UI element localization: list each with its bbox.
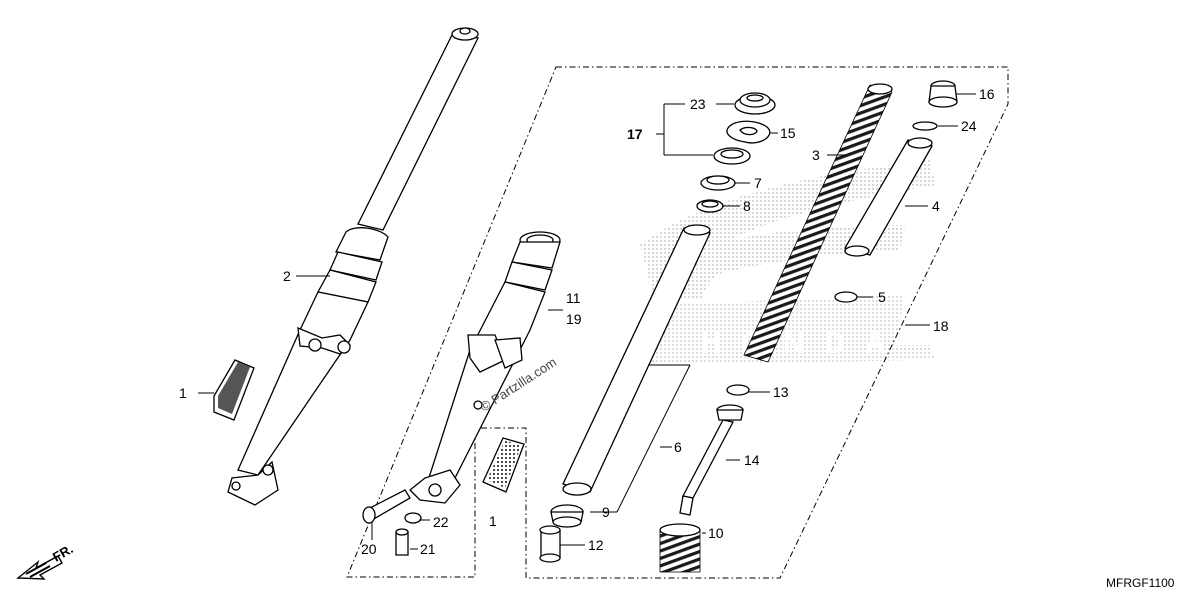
callout-21: 21 [420, 541, 436, 557]
callout-2: 2 [283, 268, 291, 284]
part-4-spacer-collar [844, 137, 933, 257]
callout-15: 15 [780, 125, 796, 141]
diagram-code: MFRGF1100 [1106, 576, 1175, 590]
callout-16: 16 [979, 86, 995, 102]
part-24-o-ring [912, 121, 938, 131]
part-9-guide-bush [550, 504, 584, 528]
part-20-socket-bolt [362, 489, 411, 524]
callout-17: 17 [627, 126, 643, 142]
callout-24: 24 [961, 118, 977, 134]
part-14-fork-piston [679, 404, 744, 516]
part-22-gasket [404, 512, 422, 524]
part-1-reflector-right [482, 437, 525, 493]
callout-10: 10 [708, 525, 724, 541]
part-12-slider-bush [539, 525, 561, 563]
callout-19: 19 [566, 311, 582, 327]
honda-wing-logo: HONDA [640, 160, 935, 365]
part-7-back-up-ring [700, 175, 736, 191]
part-15-stopper-ring [726, 120, 771, 144]
part-21-drain-bolt [395, 528, 409, 556]
part-23-dust-seal [734, 92, 776, 115]
callout-1-left: 1 [179, 385, 187, 401]
callout-23: 23 [690, 96, 706, 112]
callout-20: 20 [361, 541, 377, 557]
part-2-left-fork-assembly [227, 27, 479, 506]
callout-9: 9 [602, 504, 610, 520]
callout-18: 18 [933, 318, 949, 334]
callout-13: 13 [773, 384, 789, 400]
part-13-piston-ring [726, 384, 750, 396]
callout-4: 4 [932, 198, 940, 214]
callout-6: 6 [674, 439, 682, 455]
callout-7: 7 [754, 175, 762, 191]
part-5-spring-seat [834, 291, 858, 303]
part-8-guide-bush [696, 199, 724, 213]
callout-14: 14 [744, 452, 760, 468]
callout-3: 3 [812, 147, 820, 163]
part-11-19-fork-bottom-case [409, 231, 561, 504]
part-6-fork-pipe [562, 224, 711, 496]
callout-22: 22 [433, 514, 449, 530]
part-10-rebound-spring [659, 523, 701, 573]
part-3-fork-spring [743, 83, 893, 363]
leader-lines [198, 93, 976, 550]
callout-1-right: 1 [489, 513, 497, 529]
honda-logo-text: HONDA [700, 327, 900, 360]
callout-11: 11 [566, 290, 581, 306]
part-1-reflector-left [213, 359, 255, 421]
callout-12: 12 [588, 537, 604, 553]
callout-5: 5 [878, 289, 886, 305]
front-direction-indicator: FR. [16, 541, 76, 580]
callout-8: 8 [743, 198, 751, 214]
part-16-fork-bolt [928, 80, 958, 108]
part-oil-seal [713, 147, 751, 165]
